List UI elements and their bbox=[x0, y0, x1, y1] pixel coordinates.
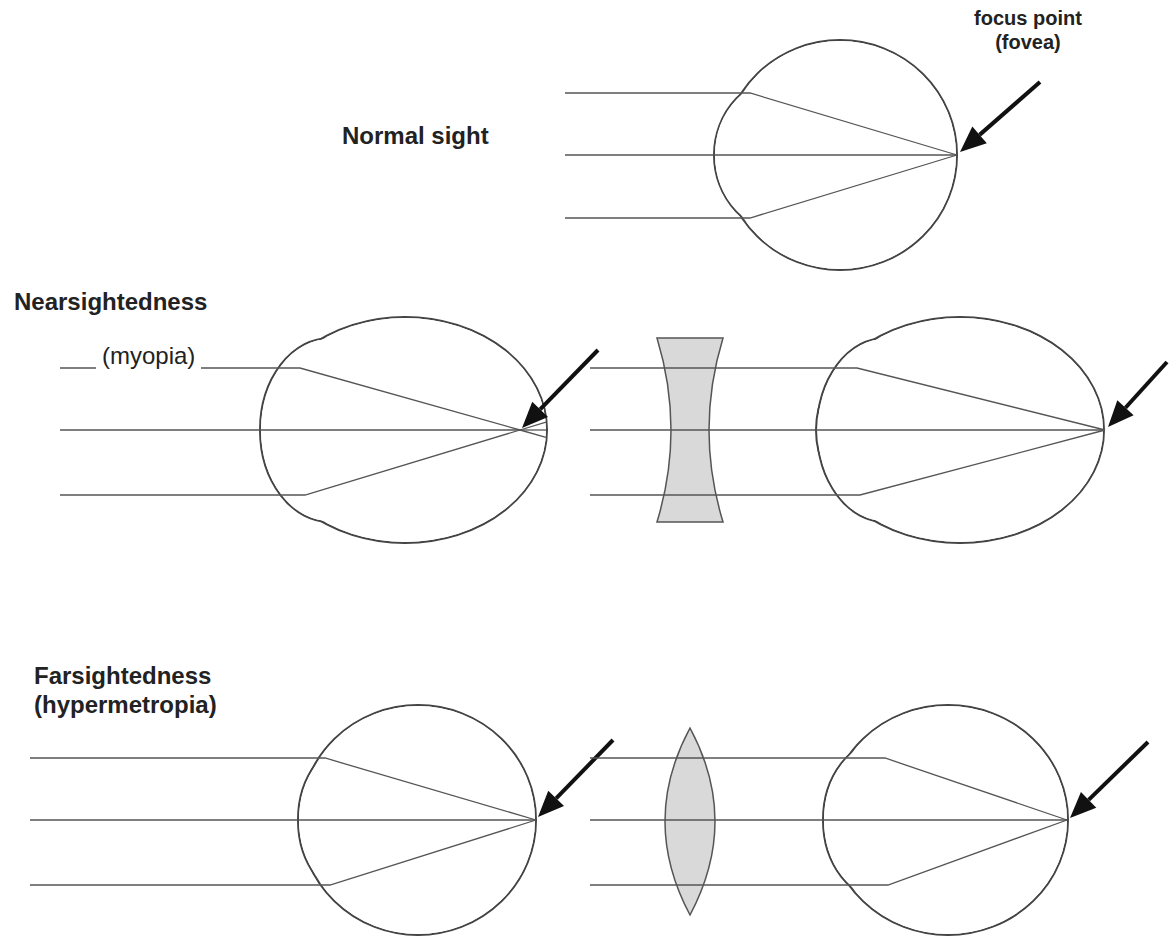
light-ray bbox=[565, 155, 957, 218]
condition-label: Farsightedness (hypermetropia) bbox=[34, 662, 334, 720]
light-ray bbox=[30, 819, 536, 820]
row-label: Normal sight bbox=[342, 122, 489, 151]
light-ray bbox=[520, 429, 546, 430]
light-ray bbox=[590, 820, 1067, 885]
arrow-head bbox=[960, 127, 987, 152]
light-ray bbox=[565, 93, 957, 155]
pointer-arrow bbox=[980, 82, 1040, 135]
pointer-arrow bbox=[1125, 362, 1167, 408]
pointer-arrow bbox=[1089, 742, 1148, 800]
light-ray bbox=[590, 758, 1067, 820]
arrow-head bbox=[1108, 400, 1134, 427]
condition-label: Nearsightedness bbox=[14, 288, 207, 317]
arrow-head bbox=[538, 791, 564, 817]
light-ray bbox=[520, 430, 546, 437]
light-ray bbox=[590, 368, 1105, 430]
callout-label: focus point (fovea) bbox=[958, 6, 1098, 54]
condition-subtitle: (myopia) bbox=[96, 340, 201, 373]
pointer-arrow bbox=[540, 350, 598, 409]
light-ray bbox=[590, 819, 1067, 820]
arrow-head bbox=[1070, 792, 1096, 818]
arrow-head bbox=[522, 402, 548, 428]
light-ray bbox=[30, 820, 536, 885]
light-ray bbox=[30, 758, 536, 820]
light-ray bbox=[565, 154, 957, 155]
light-ray bbox=[60, 430, 520, 495]
light-ray bbox=[60, 368, 520, 430]
light-ray bbox=[590, 429, 1105, 430]
pointer-arrow bbox=[556, 740, 613, 798]
light-ray bbox=[60, 429, 520, 430]
light-ray bbox=[590, 430, 1105, 495]
convex-lens bbox=[665, 728, 715, 915]
